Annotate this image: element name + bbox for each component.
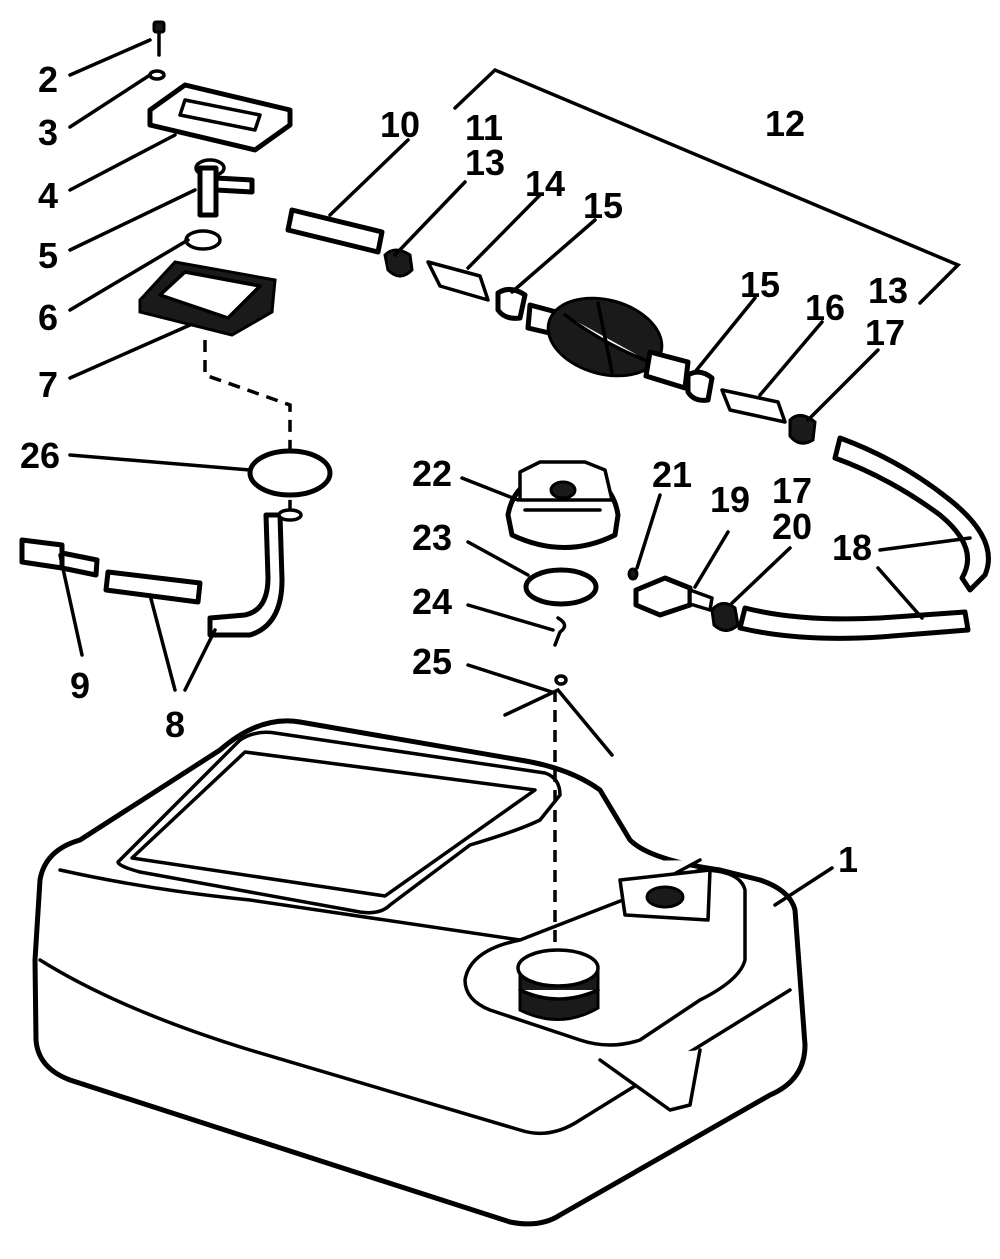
clamp-part-13-left (383, 248, 414, 278)
callout-23: 23 (412, 517, 452, 558)
clamp-part-20 (710, 602, 740, 632)
callout-26: 26 (20, 435, 60, 476)
clamp-part-17 (788, 414, 817, 445)
callout-24: 24 (412, 581, 452, 622)
o-ring-part-26 (247, 448, 333, 498)
fuel-tank-part-1 (32, 718, 808, 1227)
o-ring-part-6 (184, 229, 222, 251)
elbow-fitting-part-5 (194, 158, 255, 218)
callout-13b: 13 (868, 270, 908, 311)
callout-6: 6 (38, 297, 58, 338)
o-ring-part-21 (627, 567, 639, 581)
callout-7: 7 (38, 364, 58, 405)
fuel-cap-part-22 (505, 460, 621, 550)
check-valve-part-15-left (495, 287, 528, 321)
hose-part-18 (737, 435, 991, 641)
primer-assembly-bracket (453, 67, 962, 305)
callout-15b: 15 (740, 264, 780, 305)
callout-2: 2 (38, 59, 58, 100)
washer-part-3 (148, 69, 166, 81)
callout-17b: 17 (772, 470, 812, 511)
check-valve-part-15-right (685, 369, 715, 403)
callout-25: 25 (412, 641, 452, 682)
connector-part-19 (633, 575, 714, 618)
callout-10: 10 (380, 104, 420, 145)
callout-13a: 13 (465, 142, 505, 183)
callout-1: 1 (838, 839, 858, 880)
callout-21: 21 (652, 454, 692, 495)
callout-20: 20 (772, 506, 812, 547)
gasket-part-23 (523, 567, 599, 607)
leader-lines (58, 38, 972, 907)
fitting-part-14 (426, 260, 490, 302)
callout-8: 8 (165, 704, 185, 745)
screw-part-2 (152, 20, 166, 57)
callout-15a: 15 (583, 185, 623, 226)
callout-11: 11 (465, 107, 503, 148)
pickup-tube-part-8 (103, 508, 303, 638)
callout-17a: 17 (865, 312, 905, 353)
primer-bulb-part-12 (525, 296, 691, 391)
hose-part-10 (285, 207, 385, 255)
callout-3: 3 (38, 112, 58, 153)
callout-12: 12 (765, 103, 805, 144)
callout-19: 19 (710, 479, 750, 520)
base-plate-part-7 (138, 260, 277, 337)
callout-16: 16 (805, 287, 845, 328)
callout-14: 14 (525, 163, 565, 204)
retainer-plate-part-4 (147, 82, 293, 153)
callout-22: 22 (412, 453, 452, 494)
callout-5: 5 (38, 235, 58, 276)
callout-18: 18 (832, 527, 872, 568)
callout-labels: 2 3 4 5 6 7 26 9 8 10 11 13 14 15 12 15 … (20, 59, 908, 880)
fitting-part-16 (720, 388, 787, 424)
clip-part-24 (553, 616, 567, 647)
tether-part-25 (503, 674, 614, 757)
callout-9: 9 (70, 665, 90, 706)
callout-4: 4 (38, 175, 58, 216)
